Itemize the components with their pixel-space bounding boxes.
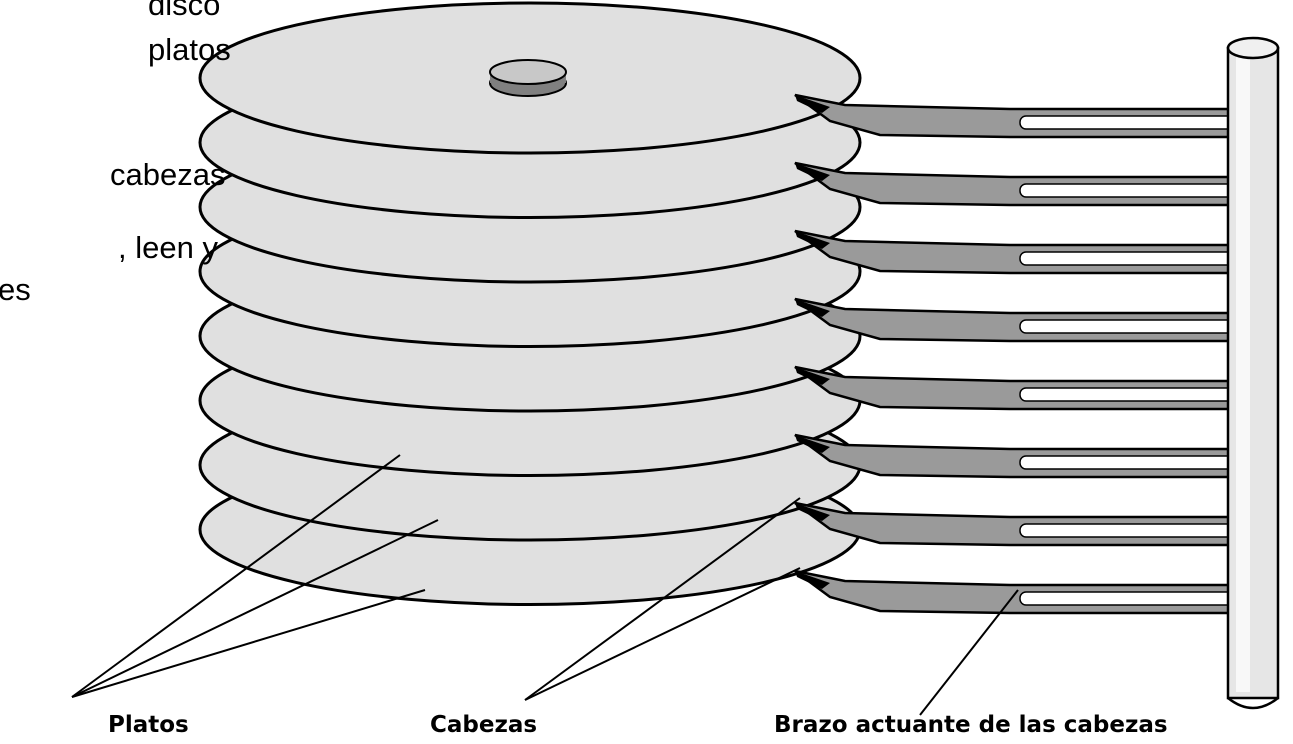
spindle-body (1228, 48, 1278, 698)
side-text-line-1: disco (148, 0, 220, 22)
platter-stack (200, 3, 860, 605)
arm-slot-3 (1020, 252, 1248, 265)
arm-slot-1 (1020, 116, 1248, 129)
side-text-line-2: platos (148, 33, 231, 67)
hub-top (490, 60, 566, 84)
actuator-spindle (1228, 38, 1278, 708)
side-text-line-5: es (0, 273, 31, 307)
spindle-highlight (1236, 52, 1250, 692)
arm-slot-8 (1020, 592, 1248, 605)
side-text-line-3: cabezas (110, 158, 225, 192)
platos-label: Platos (108, 712, 189, 738)
arm-slot-2 (1020, 184, 1248, 197)
arm-slot-6 (1020, 456, 1248, 469)
arm-slot-5 (1020, 388, 1248, 401)
spindle-top (1228, 38, 1278, 58)
brazo-actuante-label: Brazo actuante de las cabezas (774, 712, 1168, 738)
actuator-arms (795, 95, 1262, 613)
arm-slot-7 (1020, 524, 1248, 537)
spindle-bottom (1228, 698, 1278, 708)
cabezas-label: Cabezas (430, 712, 537, 738)
arm-slot-4 (1020, 320, 1248, 333)
leader-line-3 (72, 590, 425, 697)
side-text-line-4: , leen y (118, 231, 218, 265)
